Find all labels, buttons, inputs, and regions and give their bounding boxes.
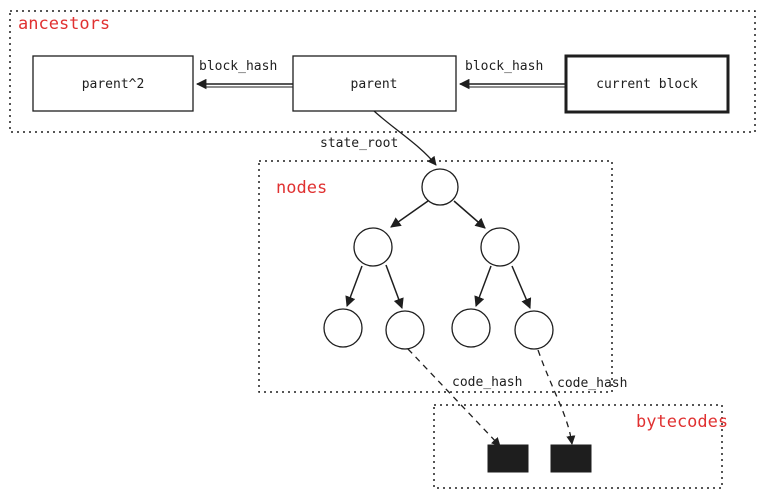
trie-edge-root-left	[390, 200, 429, 228]
edge-parent-to-grandparent: block_hash	[195, 59, 293, 90]
trie-leaf-1	[323, 308, 363, 348]
current-block: current block	[564, 54, 730, 114]
trie-edge-left-leaf2	[385, 264, 404, 309]
nodes-title: nodes	[276, 178, 327, 198]
edge-label-code-hash-2: code_hash	[557, 376, 627, 391]
trie-root-node	[421, 168, 459, 206]
edge-label-code-hash-1: code_hash	[452, 375, 522, 390]
trie-edge-root-right	[453, 200, 486, 229]
edge-parent-to-root: state_root	[320, 110, 437, 166]
trie-edge-left-leaf1	[345, 265, 363, 307]
trie-edge-right-leaf4	[511, 265, 532, 309]
edge-current-to-parent: block_hash	[458, 59, 566, 90]
ancestors-group: ancestors	[9, 10, 756, 133]
trie-node-right	[480, 227, 520, 267]
edge-leaf-to-bytecode-1: code_hash	[407, 348, 522, 447]
edge-label-current-parent: block_hash	[465, 59, 543, 74]
bytecodes-title: bytecodes	[636, 412, 728, 432]
parent-block: parent	[292, 55, 457, 112]
trie-leaf-3	[451, 308, 491, 348]
grandparent-label: parent^2	[82, 77, 145, 92]
trie-edge-right-leaf3	[474, 265, 492, 307]
nodes-group: nodes	[258, 160, 613, 393]
bytecode-block-1	[487, 444, 529, 473]
edge-label-state-root: state_root	[320, 136, 398, 151]
bytecode-block-2	[550, 444, 592, 473]
current-block-label: current block	[596, 77, 698, 92]
trie-node-left	[353, 227, 393, 267]
edge-label-parent-grandparent: block_hash	[199, 59, 277, 74]
trie-leaf-4	[514, 310, 554, 350]
grandparent-block: parent^2	[32, 55, 194, 112]
parent-label: parent	[351, 77, 398, 92]
ancestors-title: ancestors	[18, 14, 110, 34]
bytecodes-group: bytecodes	[433, 404, 728, 489]
trie-leaf-2	[385, 310, 425, 350]
edge-leaf-to-bytecode-2: code_hash	[537, 349, 627, 445]
